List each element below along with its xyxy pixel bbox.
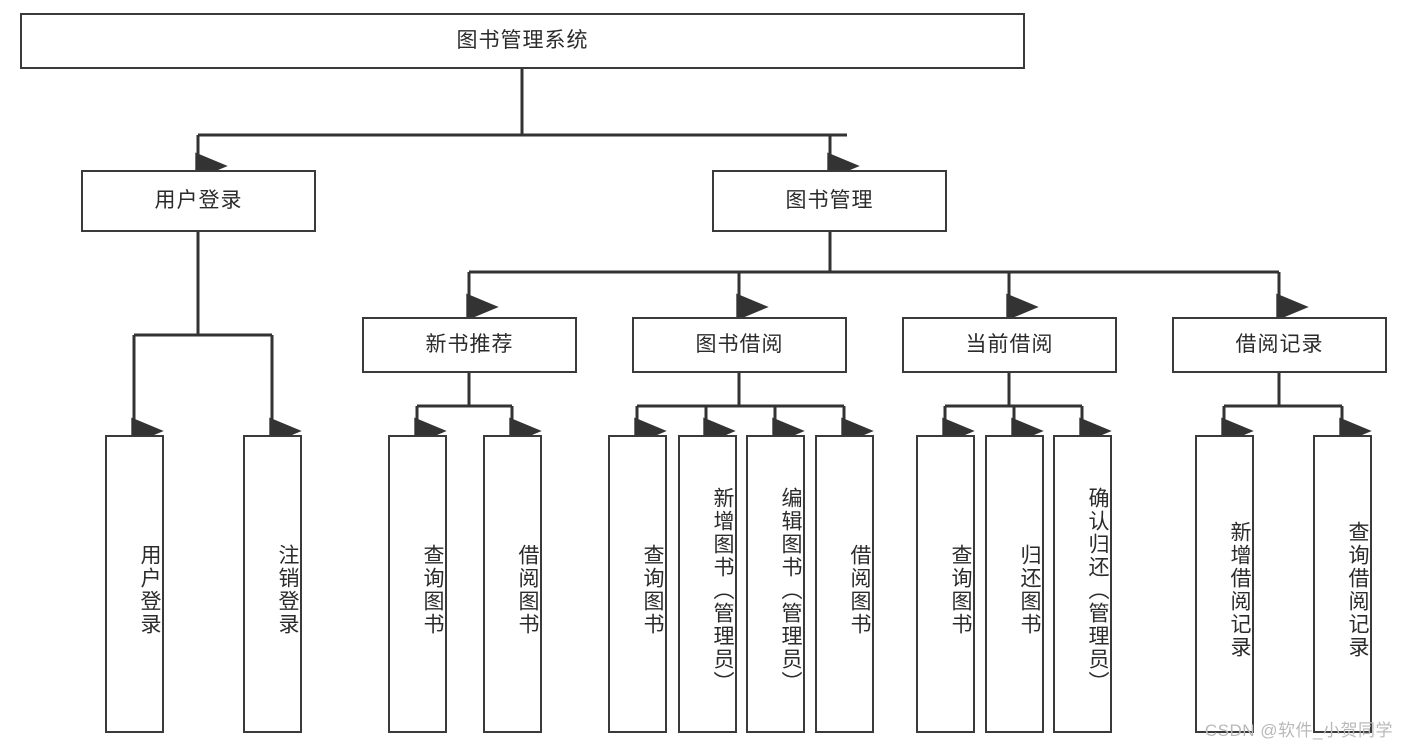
leaf-add-book-label: 新增图书（管理员） [711, 486, 734, 694]
leaf-user-logout[interactable]: 注销登录 [243, 435, 302, 733]
node-root[interactable]: 图书管理系统 [20, 13, 1025, 69]
leaf-user-logout-label: 注销登录 [276, 544, 299, 636]
leaf-query-book-2[interactable]: 查询图书 [608, 435, 667, 733]
leaf-add-borrow-record[interactable]: 新增借阅记录 [1195, 435, 1254, 733]
leaf-add-borrow-record-label: 新增借阅记录 [1228, 521, 1251, 659]
leaf-edit-book-label: 编辑图书（管理员） [779, 486, 802, 694]
node-book-management-label: 图书管理 [785, 189, 874, 213]
node-user-login[interactable]: 用户登录 [81, 170, 316, 232]
leaf-borrow-book-2-label: 借阅图书 [848, 544, 871, 636]
leaf-query-borrow-record-label: 查询借阅记录 [1346, 521, 1369, 659]
node-book-management[interactable]: 图书管理 [712, 170, 947, 232]
leaf-user-login-label: 用户登录 [138, 544, 161, 636]
node-current-borrow-label: 当前借阅 [965, 333, 1054, 357]
leaf-borrow-book-1-label: 借阅图书 [516, 544, 539, 636]
leaf-query-book-1-label: 查询图书 [421, 544, 444, 636]
leaf-user-login[interactable]: 用户登录 [105, 435, 164, 733]
leaf-query-book-1[interactable]: 查询图书 [388, 435, 447, 733]
leaf-query-book-3-label: 查询图书 [949, 544, 972, 636]
leaf-borrow-book-1[interactable]: 借阅图书 [483, 435, 542, 733]
node-current-borrow[interactable]: 当前借阅 [902, 317, 1117, 373]
leaf-query-borrow-record[interactable]: 查询借阅记录 [1313, 435, 1372, 733]
leaf-confirm-return[interactable]: 确认归还（管理员） [1053, 435, 1112, 733]
leaf-query-book-2-label: 查询图书 [641, 544, 664, 636]
leaf-query-book-3[interactable]: 查询图书 [916, 435, 975, 733]
leaf-borrow-book-2[interactable]: 借阅图书 [815, 435, 874, 733]
node-book-borrow[interactable]: 图书借阅 [632, 317, 847, 373]
leaf-edit-book[interactable]: 编辑图书（管理员） [746, 435, 805, 733]
node-book-borrow-label: 图书借阅 [695, 333, 784, 357]
leaf-confirm-return-label: 确认归还（管理员） [1086, 486, 1109, 694]
leaf-return-book-label: 归还图书 [1018, 544, 1041, 636]
node-new-book-recommend-label: 新书推荐 [425, 333, 514, 357]
leaf-return-book[interactable]: 归还图书 [985, 435, 1044, 733]
node-borrow-record-label: 借阅记录 [1235, 333, 1324, 357]
node-new-book-recommend[interactable]: 新书推荐 [362, 317, 577, 373]
node-borrow-record[interactable]: 借阅记录 [1172, 317, 1387, 373]
node-user-login-label: 用户登录 [154, 189, 243, 213]
node-root-label: 图书管理系统 [456, 29, 589, 53]
leaf-add-book[interactable]: 新增图书（管理员） [678, 435, 737, 733]
watermark: CSDN @软件_小贺同学 [1204, 721, 1393, 740]
